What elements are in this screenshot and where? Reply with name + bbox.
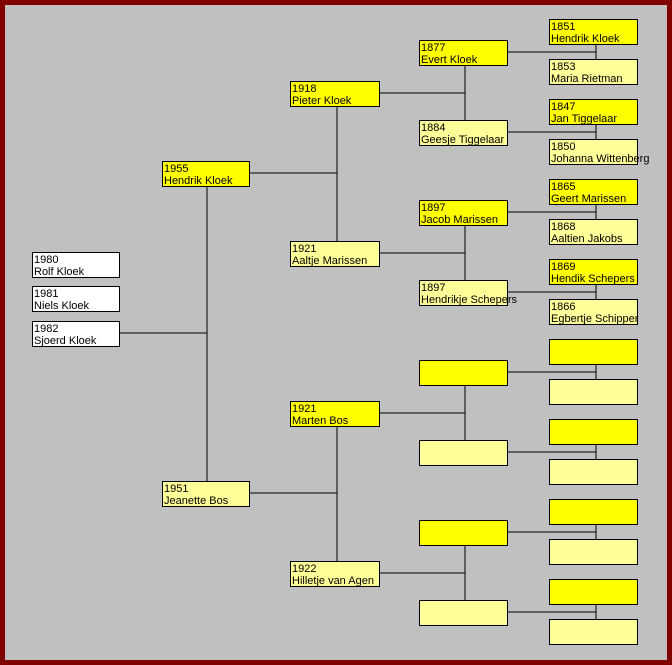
person-name: Pieter Kloek bbox=[292, 95, 352, 107]
person-name: Jeanette Bos bbox=[164, 495, 229, 507]
birth-year: 1865 bbox=[551, 181, 576, 193]
person-name: Jacob Marissen bbox=[421, 214, 499, 226]
person-name: Rolf Kloek bbox=[34, 266, 85, 278]
birth-year: 1982 bbox=[34, 323, 59, 335]
person-box-female[interactable] bbox=[549, 379, 638, 405]
person-name: Marten Bos bbox=[292, 415, 349, 427]
birth-year: 1980 bbox=[34, 254, 59, 266]
birth-year: 1877 bbox=[421, 42, 446, 54]
person-name: Maria Rietman bbox=[551, 73, 623, 85]
birth-year: 1897 bbox=[421, 202, 446, 214]
person-box-female[interactable] bbox=[419, 440, 508, 466]
person-name: Hendrikje Schepers bbox=[421, 294, 517, 306]
person-name: Aaltien Jakobs bbox=[551, 233, 623, 245]
person-box-male[interactable] bbox=[549, 579, 638, 605]
person-name: Evert Kloek bbox=[421, 54, 478, 66]
birth-year: 1853 bbox=[551, 61, 576, 73]
person-name: Geert Marissen bbox=[551, 193, 627, 205]
birth-year: 1921 bbox=[292, 403, 317, 415]
birth-year: 1851 bbox=[551, 21, 576, 33]
person-box-female[interactable] bbox=[419, 600, 508, 626]
birth-year: 1955 bbox=[164, 163, 189, 175]
person-box-male[interactable] bbox=[549, 499, 638, 525]
birth-year: 1981 bbox=[34, 288, 59, 300]
person-name: Geesje Tiggelaar bbox=[421, 134, 505, 146]
birth-year: 1922 bbox=[292, 563, 317, 575]
birth-year: 1884 bbox=[421, 122, 446, 134]
person-box-male[interactable] bbox=[549, 419, 638, 445]
person-name: Sjoerd Kloek bbox=[34, 335, 97, 347]
person-name: Hendrik Kloek bbox=[164, 175, 233, 187]
person-name: Hendik Schepers bbox=[551, 273, 635, 285]
person-box-female[interactable] bbox=[549, 459, 638, 485]
person-box-female[interactable] bbox=[549, 619, 638, 645]
birth-year: 1868 bbox=[551, 221, 576, 233]
person-box-female[interactable] bbox=[549, 539, 638, 565]
person-name: Niels Kloek bbox=[34, 300, 90, 312]
birth-year: 1869 bbox=[551, 261, 576, 273]
birth-year: 1918 bbox=[292, 83, 317, 95]
person-name: Johanna Wittenberg bbox=[551, 153, 650, 165]
birth-year: 1850 bbox=[551, 141, 576, 153]
person-box-male[interactable] bbox=[549, 339, 638, 365]
birth-year: 1921 bbox=[292, 243, 317, 255]
birth-year: 1951 bbox=[164, 483, 189, 495]
person-box-male[interactable] bbox=[419, 360, 508, 386]
person-name: Hendrik Kloek bbox=[551, 33, 620, 45]
person-name: Hilletje van Agen bbox=[292, 575, 374, 587]
birth-year: 1866 bbox=[551, 301, 576, 313]
birth-year: 1897 bbox=[421, 282, 446, 294]
person-name: Egbertje Schipper bbox=[551, 313, 639, 325]
birth-year: 1847 bbox=[551, 101, 576, 113]
person-name: Aaltje Marissen bbox=[292, 255, 368, 267]
person-box-male[interactable] bbox=[419, 520, 508, 546]
person-name: Jan Tiggelaar bbox=[551, 113, 618, 125]
